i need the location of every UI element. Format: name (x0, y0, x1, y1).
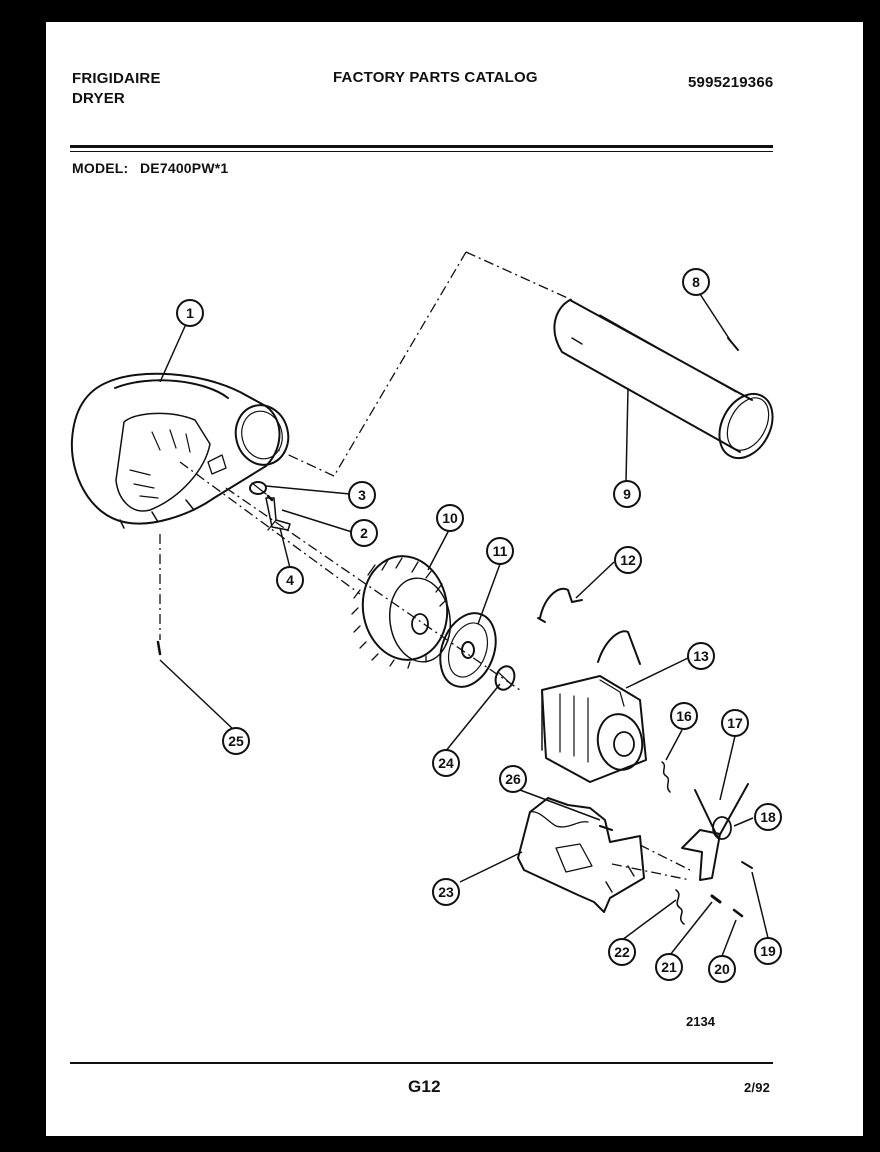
callout-23 (432, 878, 460, 906)
callout-label: 11 (493, 543, 508, 559)
small-hardware-parts (249, 481, 291, 531)
idler-assembly-parts (661, 761, 753, 925)
callout-9 (613, 480, 641, 508)
figure-number: 2134 (686, 1014, 716, 1029)
header-rule-thick (70, 145, 773, 148)
callout-25 (222, 727, 250, 755)
header-rule-thin (70, 151, 773, 152)
callout-label: 21 (661, 959, 677, 975)
callout-label: 22 (614, 944, 630, 960)
brand-name: FRIGIDAIRE (72, 70, 161, 87)
callout-label: 9 (623, 486, 631, 502)
callout-label: 18 (760, 809, 776, 825)
callout-label: 13 (693, 648, 709, 664)
callout-2 (350, 519, 378, 547)
leader-lines (159, 293, 769, 957)
callout-label: 25 (228, 733, 244, 749)
callout-17 (721, 709, 749, 737)
callout-label: 8 (692, 274, 700, 290)
scan-border-top (0, 0, 880, 22)
catalog-title: FACTORY PARTS CATALOG (333, 69, 538, 86)
catalog-number: 5995219366 (688, 74, 774, 91)
scan-border-right (863, 0, 880, 1152)
callout-3 (348, 481, 376, 509)
callout-11 (486, 537, 514, 565)
exhaust-duct-part (553, 299, 774, 460)
callout-label: 24 (438, 755, 454, 771)
callout-label: 23 (438, 884, 454, 900)
callout-8 (682, 268, 710, 296)
callout-label: 12 (620, 552, 636, 568)
callout-21 (655, 953, 683, 981)
footer-rule (70, 1062, 773, 1064)
scan-border-left (0, 0, 46, 1152)
callout-label: 19 (760, 943, 776, 959)
callout-label: 4 (286, 572, 294, 588)
callout-label: 1 (186, 305, 194, 321)
revision-date: 2/92 (744, 1080, 771, 1095)
drive-motor-part (541, 630, 647, 783)
callout-4 (276, 566, 304, 594)
callout-label: 16 (676, 708, 692, 724)
callout-label: 17 (727, 715, 743, 731)
catalog-page (46, 22, 863, 1136)
callout-label: 10 (442, 510, 458, 526)
reference-lines (159, 251, 691, 881)
callout-18 (754, 803, 782, 831)
callout-26 (499, 765, 527, 793)
motor-mount-part (517, 797, 645, 913)
callout-1 (176, 299, 204, 327)
callout-label: 2 (360, 525, 368, 541)
callout-22 (608, 938, 636, 966)
callout-24 (432, 749, 460, 777)
blower-wheel-part (351, 555, 452, 669)
callout-13 (687, 642, 715, 670)
callout-label: 20 (714, 961, 730, 977)
blower-housing-part (70, 372, 290, 529)
page-code: G12 (408, 1077, 441, 1096)
model-label: MODEL: (72, 160, 129, 176)
callout-12 (614, 546, 642, 574)
product-type: DRYER (72, 90, 125, 107)
pulley-disc-part (439, 612, 497, 688)
callout-label: 3 (358, 487, 366, 503)
motor-clamp-part (537, 587, 583, 623)
scan-border-bottom (0, 1136, 880, 1152)
model-number: DE7400PW*1 (140, 160, 229, 176)
callout-label: 26 (505, 771, 521, 787)
callout-16 (670, 702, 698, 730)
callout-19 (754, 937, 782, 965)
callout-20 (708, 955, 736, 983)
callout-10 (436, 504, 464, 532)
mounting-screw-part (156, 640, 162, 656)
